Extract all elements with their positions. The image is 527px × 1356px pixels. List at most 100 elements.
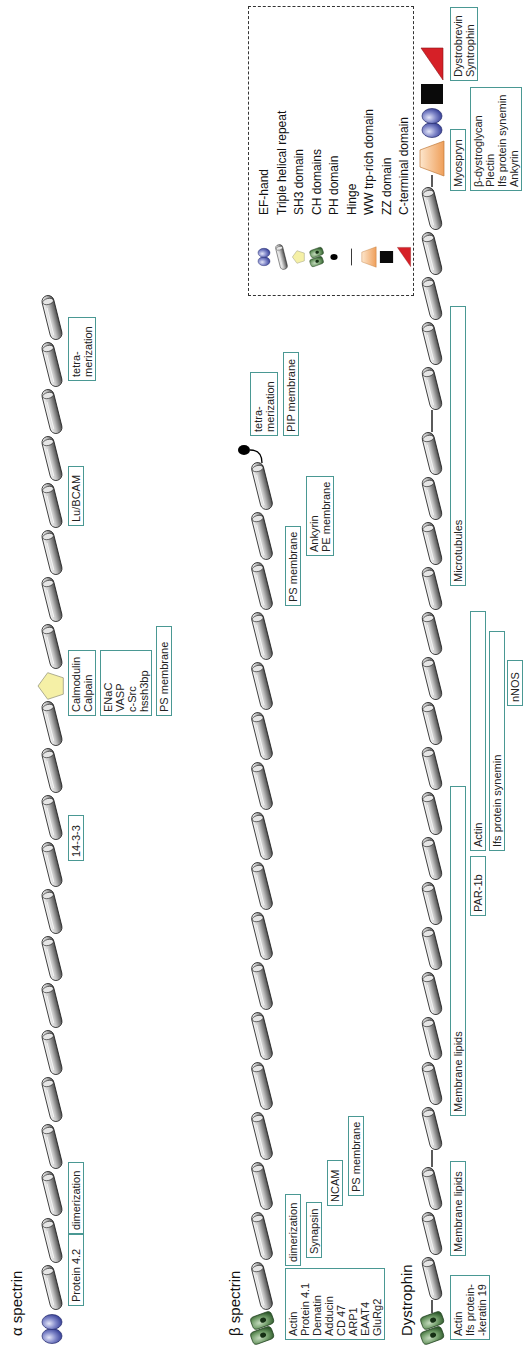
repeat-body	[421, 1256, 443, 1301]
repeat-shine	[47, 637, 54, 664]
ch-spot	[259, 1332, 266, 1339]
repeat-shine	[47, 355, 54, 382]
repeat-cap	[252, 1264, 264, 1272]
repeat-body	[41, 623, 64, 670]
repeat-cap	[42, 532, 54, 540]
repeat-body	[250, 1011, 273, 1060]
repeat-body	[421, 1166, 443, 1211]
ch-body	[309, 247, 324, 259]
repeat-cap	[42, 485, 54, 493]
legend-icon	[275, 244, 288, 270]
binding-box: PAR-1b	[470, 856, 486, 916]
repeat-body	[41, 435, 64, 482]
box-text: GluRg2	[371, 1272, 383, 1336]
helical-repeat	[41, 388, 64, 435]
zz-domain	[380, 251, 393, 263]
helical-repeat	[41, 1076, 64, 1123]
binding-box: Membrane lipids	[450, 786, 466, 1116]
ch-body	[420, 1326, 445, 1346]
helical-repeat	[41, 1170, 64, 1217]
repeat-body	[41, 294, 64, 341]
ch-domain	[250, 1326, 275, 1346]
helical-repeat	[421, 366, 443, 411]
repeat-shine	[257, 625, 264, 655]
box-text: hssh3bp	[138, 654, 150, 712]
helical-repeat	[41, 935, 64, 982]
helical-repeat	[421, 971, 443, 1016]
repeat-cap	[422, 279, 434, 287]
repeat-body	[41, 482, 64, 529]
repeat-cap	[276, 246, 283, 251]
repeat-cap	[42, 626, 54, 634]
helical-repeat	[250, 911, 273, 960]
helical-repeat	[250, 1261, 273, 1310]
repeat-cap	[422, 189, 434, 197]
repeat-body	[250, 861, 273, 910]
binding-box: ActinIfs protein- -keratin 19	[450, 1275, 490, 1340]
repeat-shine	[427, 625, 433, 650]
repeat-cap	[42, 391, 54, 399]
ef-hand-lobe	[258, 248, 270, 257]
repeat-shine	[427, 985, 433, 1010]
repeat-shine	[427, 245, 433, 270]
ch-spot	[259, 1317, 266, 1324]
box-text: Calmodulin	[70, 654, 82, 712]
box-text: Ankyrin	[508, 91, 520, 187]
legend-text: PH domain	[327, 156, 341, 215]
ef-hand-lobe	[422, 109, 442, 124]
helical-repeat	[421, 836, 443, 881]
repeat-body	[275, 244, 288, 270]
box-text: Membrane lipids	[452, 1165, 464, 1252]
legend-icon	[362, 247, 376, 267]
ch-domain	[420, 1311, 445, 1331]
helical-repeat	[41, 700, 64, 747]
helical-repeat	[41, 888, 64, 935]
helical-repeat	[421, 701, 443, 746]
repeat-cap	[422, 369, 434, 377]
binding-box: Membrane lipids	[450, 1161, 466, 1256]
repeat-cap	[422, 614, 434, 622]
repeat-body	[421, 476, 443, 521]
repeat-body	[41, 1123, 64, 1170]
repeat-shine	[427, 380, 433, 405]
ch-spot	[429, 1332, 436, 1339]
repeat-body	[41, 794, 64, 841]
repeat-shine	[427, 805, 433, 830]
ch-spot	[315, 259, 319, 263]
legend-text: Hinge	[345, 184, 359, 215]
repeat-shine	[427, 490, 433, 515]
repeat-body	[250, 661, 273, 710]
repeat-body	[41, 1217, 64, 1264]
repeat-cap	[422, 1019, 434, 1027]
helical-repeat	[250, 1161, 273, 1210]
legend-icon	[292, 251, 304, 264]
binding-box: Actin	[470, 611, 486, 851]
repeat-cap	[422, 974, 434, 982]
repeat-shine	[257, 825, 264, 855]
helical-repeat	[421, 476, 443, 521]
box-text: c-Src	[126, 654, 138, 712]
repeat-shine	[427, 940, 433, 965]
repeat-body	[421, 521, 443, 566]
box-text: Calpain	[82, 654, 94, 712]
repeat-shine	[427, 580, 433, 605]
zz-domain	[421, 84, 443, 104]
repeat-shine	[427, 1030, 433, 1055]
c-terminal-domain	[397, 247, 410, 266]
box-text: Ifs protein- -keratin 19	[464, 1279, 488, 1336]
helical-repeat	[275, 244, 288, 270]
repeat-body	[250, 761, 273, 810]
repeat-cap	[422, 234, 434, 242]
repeat-body	[41, 935, 64, 982]
repeat-cap	[422, 324, 434, 332]
repeat-body	[250, 1111, 273, 1160]
repeat-cap	[422, 1064, 434, 1072]
helical-repeat	[250, 711, 273, 760]
box-text: PS membrane	[350, 1120, 362, 1192]
repeat-body	[250, 1211, 273, 1260]
legend-text: SH3 domain	[292, 149, 306, 215]
binding-box: Ifs protein synemin	[489, 631, 505, 851]
binding-box: Myospryn	[450, 129, 466, 191]
repeat-shine	[427, 1180, 433, 1205]
